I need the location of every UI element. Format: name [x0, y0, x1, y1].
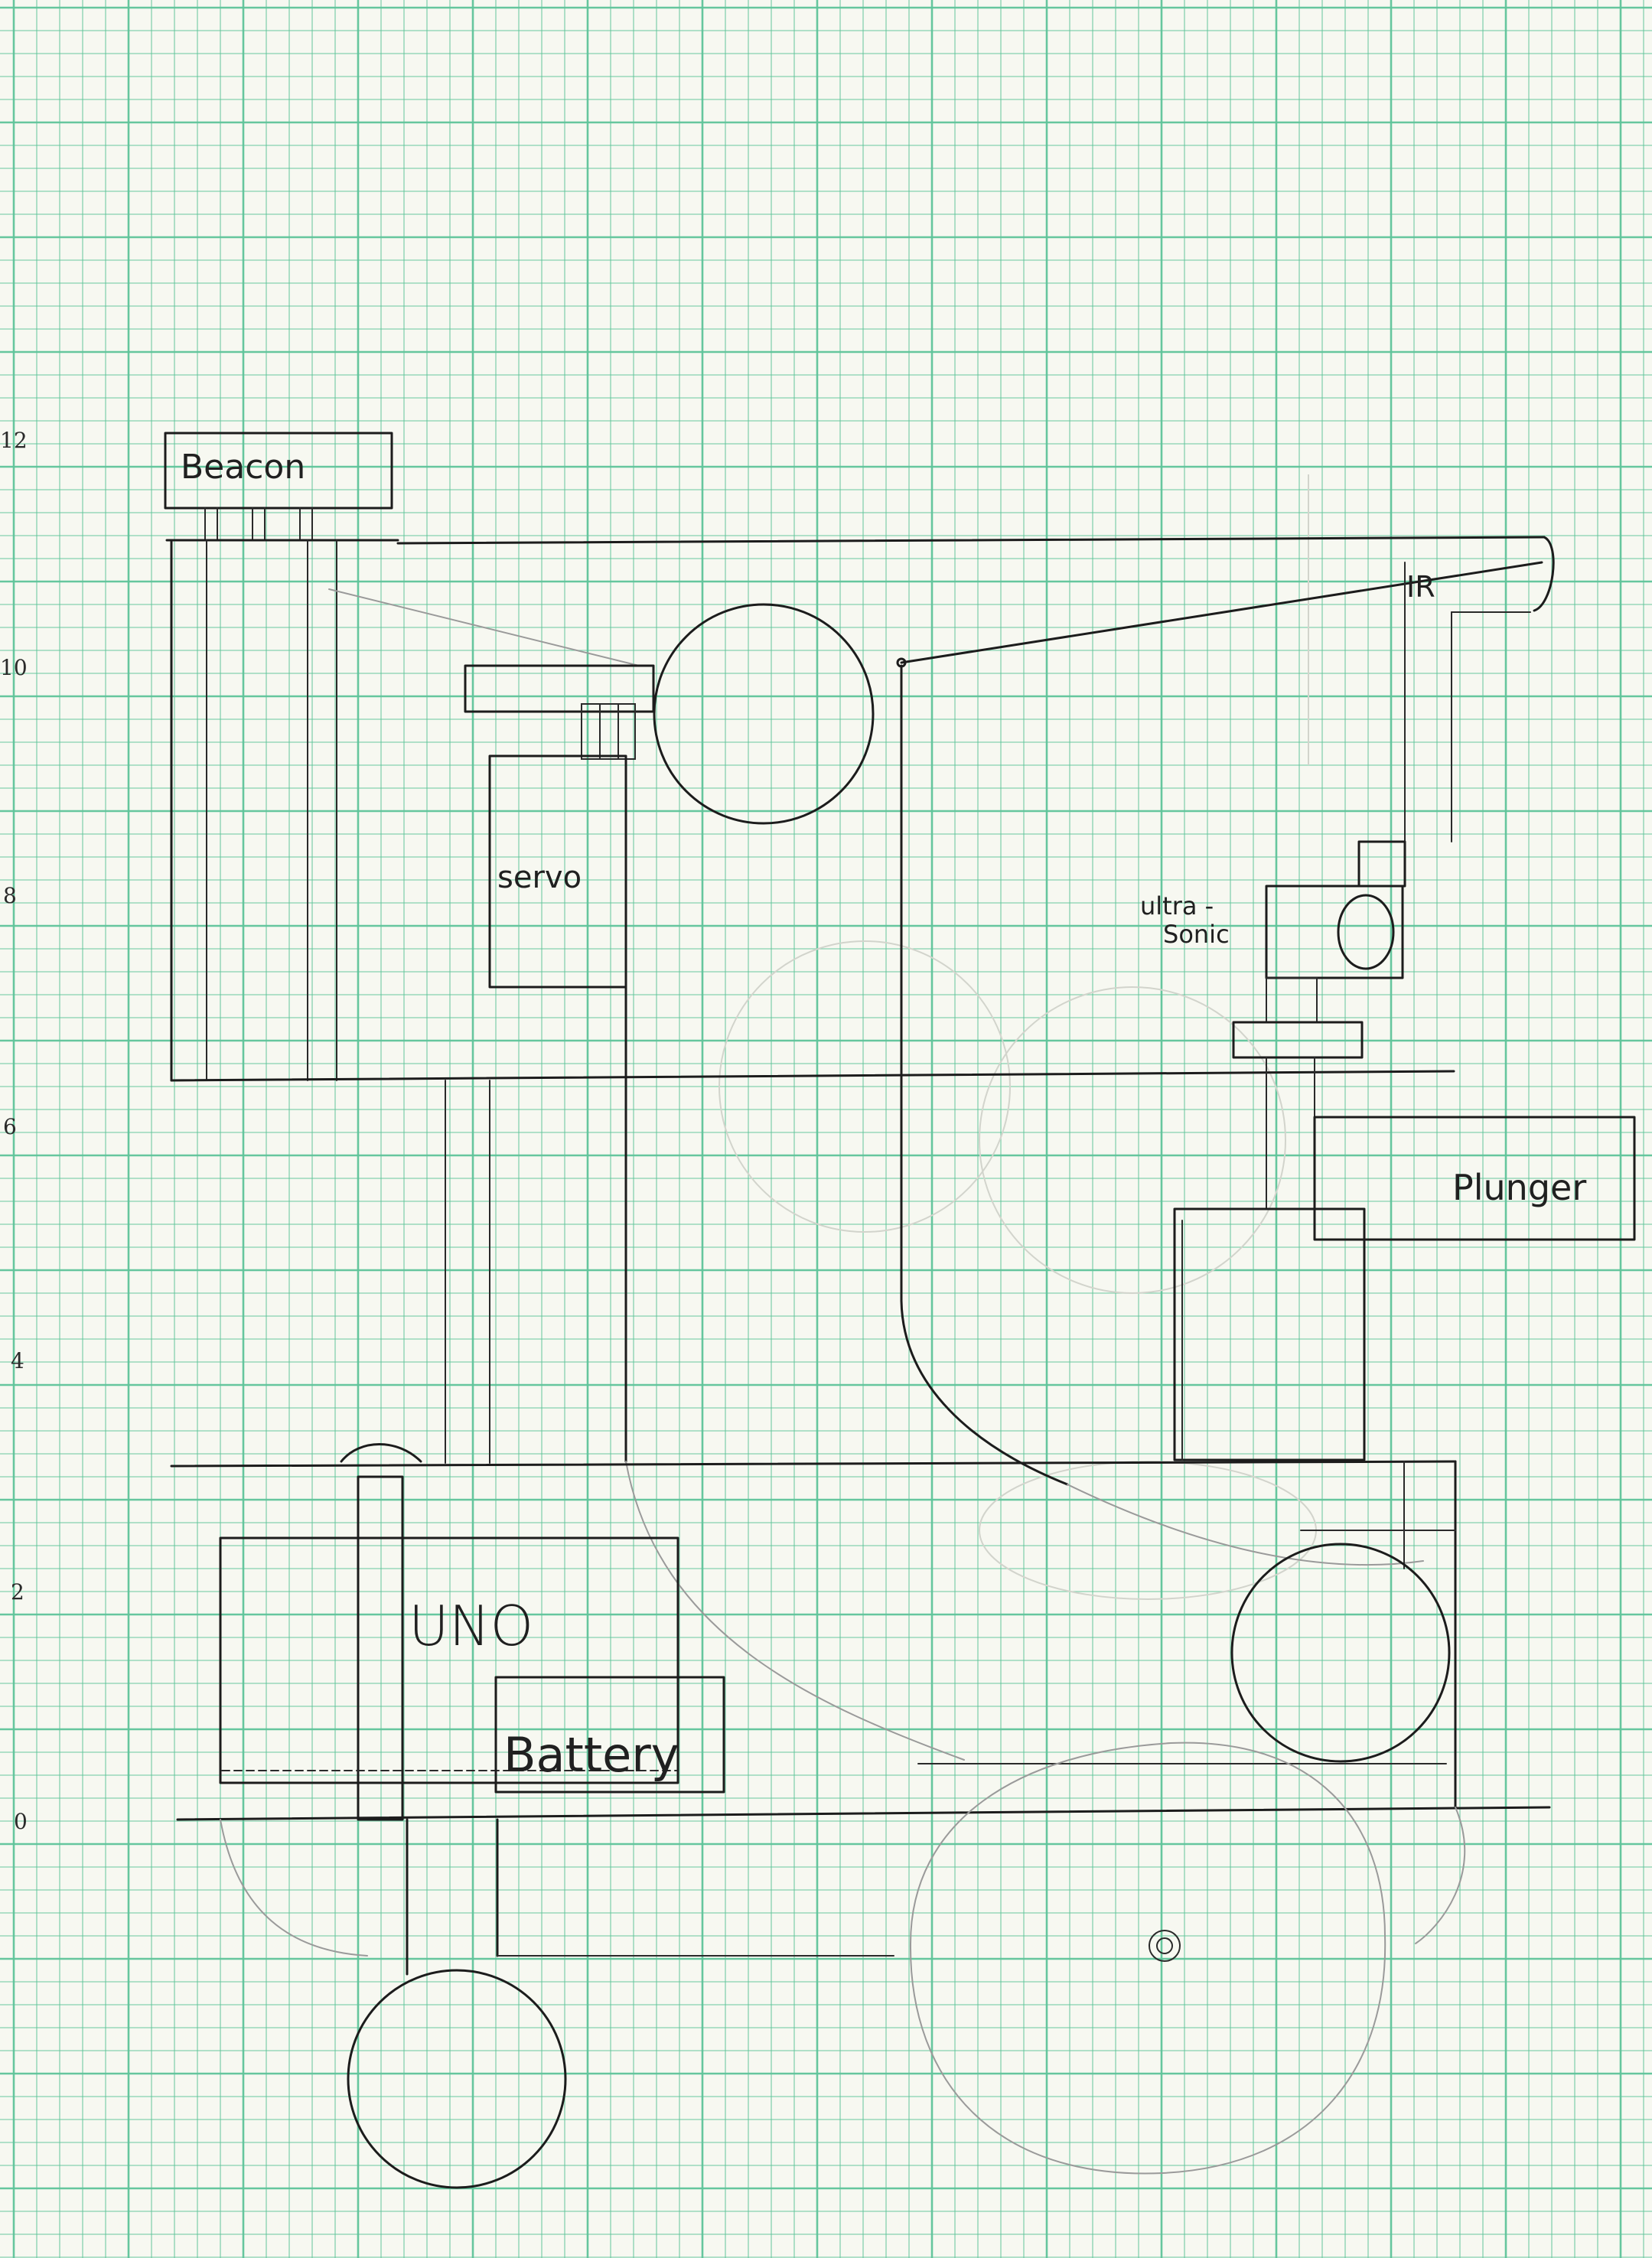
lower-support: [220, 1818, 894, 1976]
tick-6: 6: [3, 1114, 17, 1139]
uno-board: [219, 1443, 679, 1821]
chassis-frame: [170, 1460, 1551, 1944]
wheel-axle-hub: [1149, 1930, 1181, 1962]
battery-box: [494, 1676, 725, 1794]
beacon-assembly: [164, 432, 399, 1082]
label-servo: servo: [497, 860, 582, 895]
plunger-assembly: [1173, 1116, 1636, 1461]
uno-box: [219, 1536, 679, 1784]
tick-8: 8: [3, 883, 17, 908]
servo-assembly: [464, 664, 655, 989]
tick-0: 0: [14, 1809, 28, 1834]
label-ir: IR: [1406, 570, 1435, 604]
tick-2: 2: [11, 1579, 24, 1605]
rear-caster-wheel: [347, 1969, 567, 2189]
label-plunger: Plunger: [1452, 1167, 1586, 1208]
label-ultrasonic-1: ultra -: [1140, 891, 1214, 920]
label-battery: Battery: [503, 1727, 679, 1783]
tick-10: 10: [0, 655, 28, 680]
label-beacon: Beacon: [181, 448, 305, 487]
label-ultrasonic-2: Sonic: [1163, 920, 1230, 949]
servo-box: [488, 754, 627, 989]
top-arm: [328, 536, 1555, 668]
plunger-box: [1313, 1116, 1636, 1241]
scale-ticks: 12 10 8 6 4 2 0: [0, 428, 28, 1834]
large-drive-wheel: [909, 1742, 1386, 2175]
beacon-box: [164, 432, 393, 510]
label-uno: UNO: [409, 1594, 533, 1658]
pivot-wheel: [653, 603, 875, 825]
tick-4: 4: [11, 1348, 24, 1373]
tick-12: 12: [0, 428, 28, 453]
central-chute: [170, 664, 1455, 1761]
small-front-wheel: [1230, 1543, 1451, 1763]
